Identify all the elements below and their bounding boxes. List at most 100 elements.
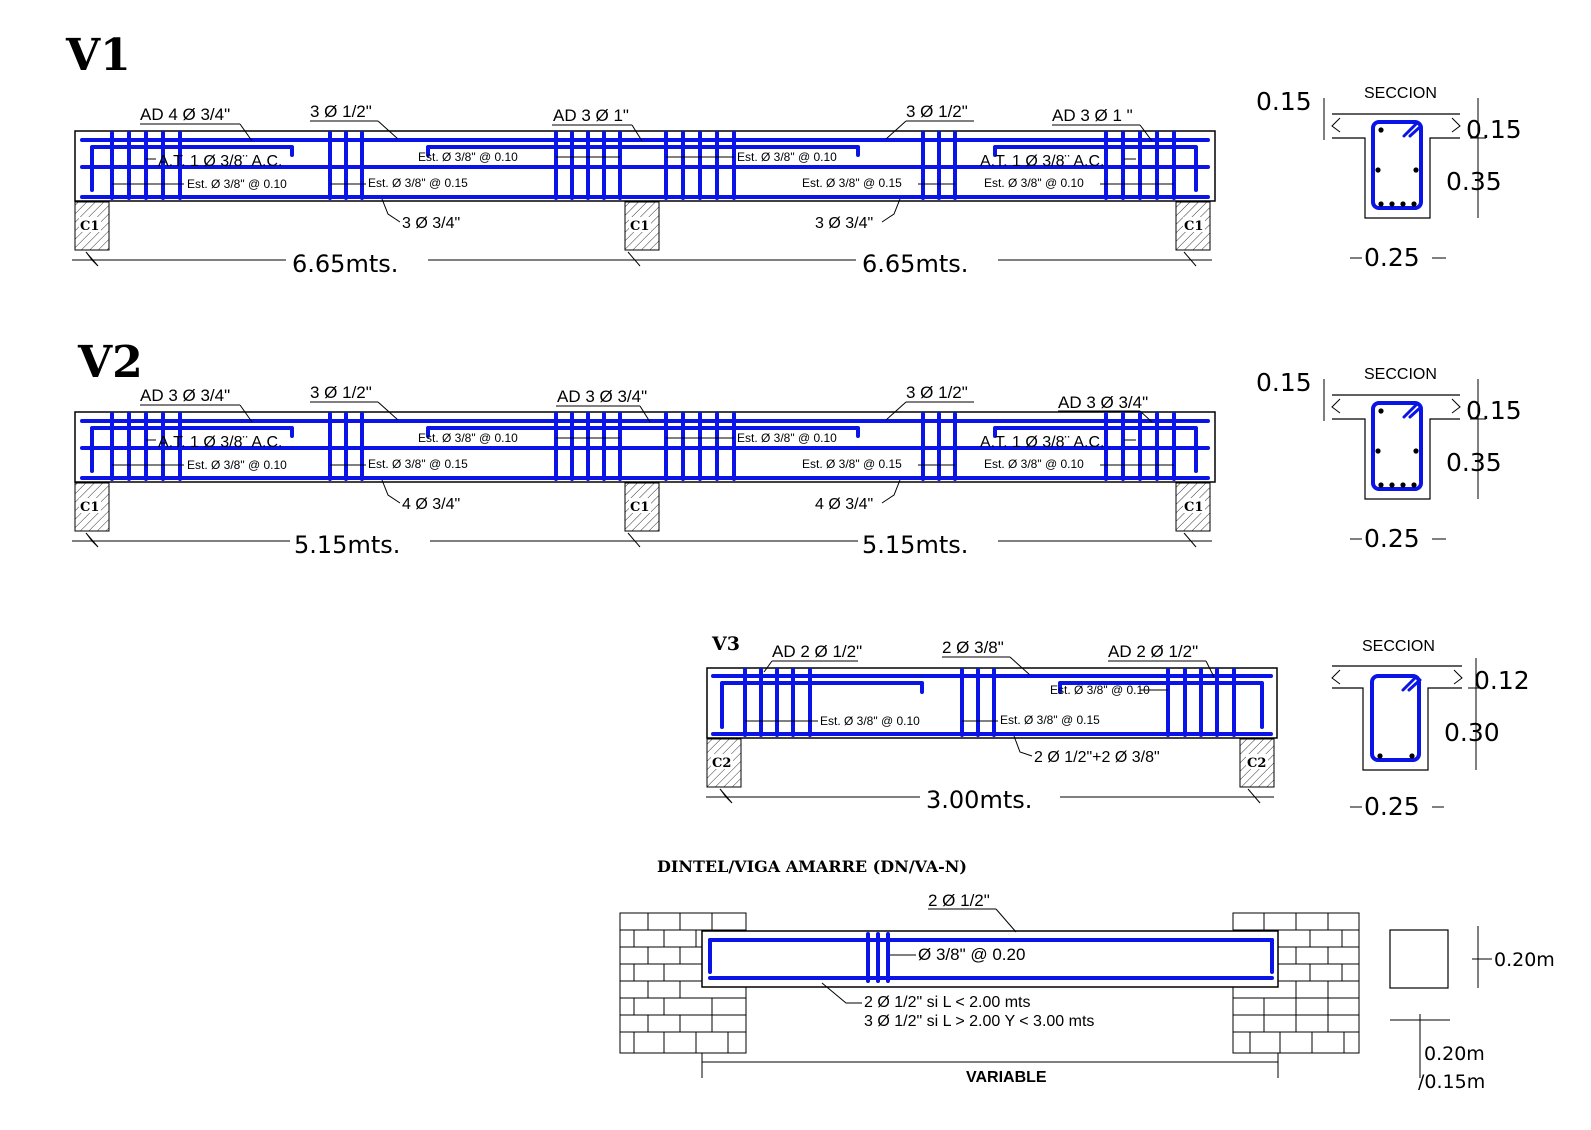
v2-section-slab-left: 0.15 — [1256, 368, 1312, 397]
dintel-section-width-2: /0.15m — [1418, 1071, 1485, 1093]
v2-section-title: SECCION — [1364, 366, 1437, 383]
v1-section-slab-left: 0.15 — [1256, 87, 1312, 116]
dintel-top-bar-label: 2 Ø 1/2" — [928, 891, 990, 910]
v1-top-ad-mid-label: AD 3 Ø 1" — [553, 106, 629, 125]
v1-column-2-tag: C1 — [630, 219, 649, 234]
v1-bottom-1-label: 3 Ø 3/4" — [402, 215, 460, 232]
dintel-leaders — [701, 908, 1279, 1078]
v3-est-top-right-label: Est. Ø 3/8" @ 0.10 — [1050, 683, 1150, 697]
dintel-title: DINTEL/VIGA AMARRE (DN/VA-N) — [657, 857, 967, 876]
v3-section-title: SECCION — [1362, 638, 1435, 655]
v1-bottom-2-label: 3 Ø 3/4" — [815, 215, 873, 232]
v2-top-ad-left-label: AD 3 Ø 3/4" — [140, 386, 230, 405]
v2-section-slab-right: 0.15 — [1466, 396, 1522, 425]
beam-v3-columns: C2 C2 — [706, 738, 1275, 788]
v1-est-low-1-label: Est. Ø 3/8" @ 0.10 — [187, 177, 287, 191]
v1-est-mid-2-label: Est. Ø 3/8" @ 0.10 — [737, 150, 837, 164]
v3-column-2-tag: C2 — [1247, 756, 1266, 771]
v1-at-right-label: A.T. 1 Ø 3/8¨ A.C. — [980, 153, 1105, 170]
v2-bottom-1-label: 4 Ø 3/4" — [402, 496, 460, 513]
beam-v1-leaders — [112, 120, 1174, 223]
v2-top-bar-2-label: 3 Ø 1/2" — [906, 383, 968, 402]
v1-est-low-2-label: Est. Ø 3/8" @ 0.15 — [368, 176, 468, 190]
v2-est-low-3-label: Est. Ø 3/8" @ 0.15 — [802, 457, 902, 471]
v1-column-3-tag: C1 — [1184, 219, 1203, 234]
v1-top-bar-2-label: 3 Ø 1/2" — [906, 102, 968, 121]
beam-v3-rebar — [711, 668, 1273, 737]
beam-v2-columns: C1 C1 C1 — [74, 482, 1211, 532]
v1-est-low-3-label: Est. Ø 3/8" @ 0.15 — [802, 176, 902, 190]
dintel-bottom-line-1: 2 Ø 1/2" si L < 2.00 mts — [864, 994, 1031, 1011]
v2-span-2-dimension: 5.15mts. — [862, 531, 968, 559]
dintel-section-height: 0.20m — [1494, 949, 1555, 971]
v2-column-3-tag: C1 — [1184, 500, 1203, 515]
v1-top-ad-right-label: AD 3 Ø 1 " — [1052, 106, 1133, 125]
beam-v3-title: V3 — [711, 633, 740, 655]
dintel-section-square — [1389, 929, 1449, 989]
v3-section-depth: 0.30 — [1444, 718, 1500, 747]
v2-section-width: 0.25 — [1364, 524, 1420, 553]
beam-v1-columns: C1 C1 C1 — [74, 201, 1211, 251]
dintel-detail: DINTEL/VIGA AMARRE (DN/VA-N) — [619, 857, 1555, 1093]
v2-section-depth: 0.35 — [1446, 448, 1502, 477]
beam-v1-labels: AD 4 Ø 3/4" 3 Ø 1/2" AD 3 Ø 1" 3 Ø 1/2" … — [140, 102, 1133, 232]
beam-v3: V3 AD 2 Ø 1/2" 2 Ø 3/8" — [706, 633, 1530, 821]
v2-top-ad-right-label: AD 3 Ø 3/4" — [1058, 393, 1148, 412]
v2-column-1-tag: C1 — [80, 500, 99, 515]
v1-top-bar-1-label: 3 Ø 1/2" — [310, 102, 372, 121]
v3-section-slab-right: 0.12 — [1474, 666, 1530, 695]
dintel-section: 0.20m 0.20m /0.15m — [1389, 926, 1555, 1093]
beam-v2-rebar — [80, 412, 1210, 481]
beam-v1-rebar — [80, 131, 1210, 200]
v2-column-2-tag: C1 — [630, 500, 649, 515]
dintel-stirrup-label: Ø 3/8" @ 0.20 — [918, 945, 1025, 964]
beam-v2: V2 — [72, 337, 1522, 559]
beam-v1-section: SECCION 0.15 0.15 0.35 0.25 — [1256, 85, 1522, 272]
beam-v2-leaders — [112, 401, 1174, 504]
dintel-wall-left — [619, 912, 747, 1054]
beam-v1-title: V1 — [65, 30, 131, 81]
v3-span-dimension: 3.00mts. — [926, 786, 1032, 814]
beam-v2-labels: AD 3 Ø 3/4" 3 Ø 1/2" AD 3 Ø 3/4" 3 Ø 1/2… — [140, 383, 1148, 513]
beam-v3-labels: AD 2 Ø 1/2" 2 Ø 3/8" AD 2 Ø 1/2" Est. Ø … — [772, 638, 1198, 766]
v3-top-ad-right-label: AD 2 Ø 1/2" — [1108, 642, 1198, 661]
v3-est-low-1-label: Est. Ø 3/8" @ 0.10 — [820, 714, 920, 728]
v1-span-1-dimension: 6.65mts. — [292, 250, 398, 278]
beam-v1: V1 — [65, 30, 1522, 278]
dintel-rebar — [708, 932, 1274, 983]
v3-section-width: 0.25 — [1364, 792, 1420, 821]
v2-span-1-dimension: 5.15mts. — [294, 531, 400, 559]
v1-top-ad-left-label: AD 4 Ø 3/4" — [140, 105, 230, 124]
v1-est-mid-1-label: Est. Ø 3/8" @ 0.10 — [418, 150, 518, 164]
v2-est-low-4-label: Est. Ø 3/8" @ 0.10 — [984, 457, 1084, 471]
v2-bottom-2-label: 4 Ø 3/4" — [815, 496, 873, 513]
beam-v2-section: SECCION 0.15 0.15 0.35 0.25 — [1256, 366, 1522, 553]
v1-est-low-4-label: Est. Ø 3/8" @ 0.10 — [984, 176, 1084, 190]
v3-top-bar-label: 2 Ø 3/8" — [942, 638, 1004, 657]
v1-section-title: SECCION — [1364, 85, 1437, 102]
beam-v3-outline — [706, 667, 1278, 739]
v2-est-low-2-label: Est. Ø 3/8" @ 0.15 — [368, 457, 468, 471]
v3-bottom-label: 2 Ø 1/2"+2 Ø 3/8" — [1034, 749, 1160, 766]
v2-top-ad-mid-label: AD 3 Ø 3/4" — [557, 387, 647, 406]
v2-est-low-1-label: Est. Ø 3/8" @ 0.10 — [187, 458, 287, 472]
dintel-labels: 2 Ø 1/2" Ø 3/8" @ 0.20 2 Ø 1/2" si L < 2… — [864, 891, 1094, 1086]
beam-v1-dimension: 6.65mts. 6.65mts. — [72, 248, 1212, 278]
beam-v2-outline — [74, 411, 1216, 483]
dintel-bottom-line-2: 3 Ø 1/2" si L > 2.00 Y < 3.00 mts — [864, 1013, 1094, 1030]
dintel-section-width-1: 0.20m — [1424, 1043, 1485, 1065]
v2-at-left-label: A.T. 1 Ø 3/8¨ A.C. — [158, 434, 283, 451]
dintel-span-label: VARIABLE — [966, 1069, 1047, 1086]
v2-est-mid-2-label: Est. Ø 3/8" @ 0.10 — [737, 431, 837, 445]
v1-section-width: 0.25 — [1364, 243, 1420, 272]
beam-v3-dimension: 3.00mts. — [706, 785, 1274, 814]
v3-top-ad-left-label: AD 2 Ø 1/2" — [772, 642, 862, 661]
beam-v2-dimension: 5.15mts. 5.15mts. — [72, 529, 1212, 559]
v2-est-mid-1-label: Est. Ø 3/8" @ 0.10 — [418, 431, 518, 445]
v3-est-low-2-label: Est. Ø 3/8" @ 0.15 — [1000, 713, 1100, 727]
v2-at-right-label: A.T. 1 Ø 3/8¨ A.C. — [980, 434, 1105, 451]
v2-top-bar-1-label: 3 Ø 1/2" — [310, 383, 372, 402]
beam-v3-section: SECCION 0.12 0.30 0.25 — [1331, 638, 1530, 821]
v3-column-1-tag: C2 — [712, 756, 731, 771]
